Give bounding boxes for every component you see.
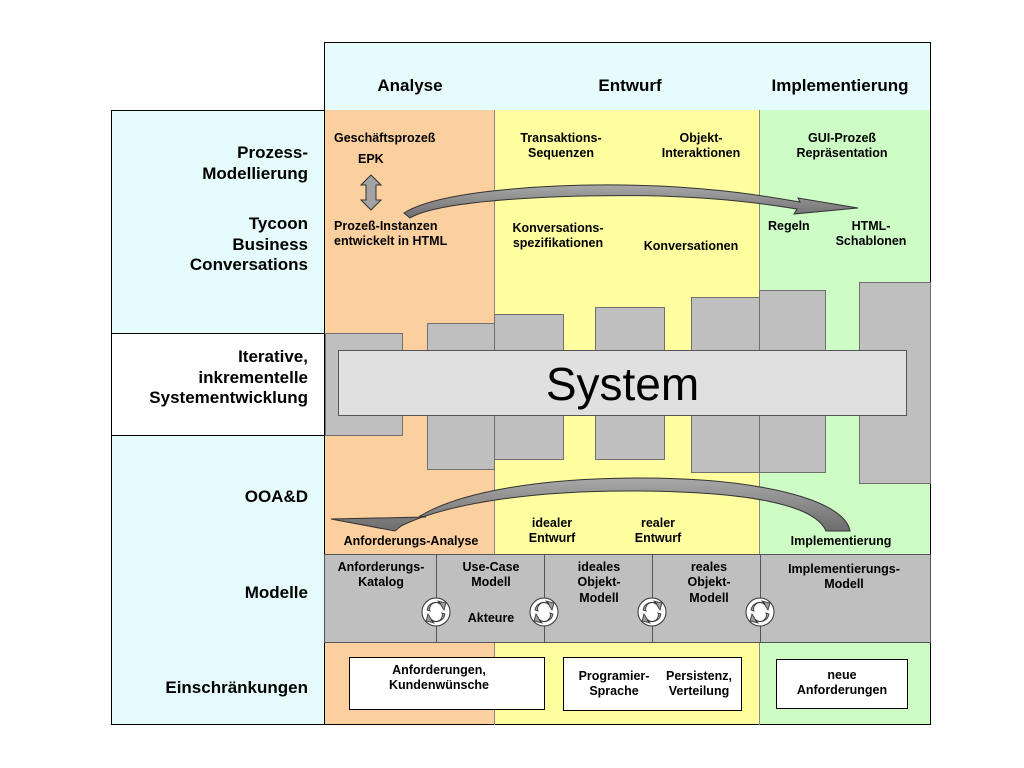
cycle-icon [637, 597, 667, 627]
cell-konversations-spez: Konversations- spezifikationen [512, 221, 604, 251]
phase-implementierung: Implementierung [771, 76, 909, 95]
cell-gui-prozess: GUI-Prozeß Repräsentation [796, 131, 888, 161]
lower-curved-arrow-icon [330, 477, 851, 532]
cell-geschaeftsprozess: Geschäftsprozeß [334, 131, 436, 145]
cell-regeln: Regeln [768, 219, 810, 233]
constraint-anforderungen: Anforderungen, Kundenwünsche [388, 663, 489, 693]
cell-konversationen: Konversationen [643, 239, 739, 253]
double-arrow-icon [359, 174, 383, 211]
row-label-ooad: OOA&D [244, 487, 308, 506]
upper-curved-arrow-icon [403, 184, 859, 219]
constraint-persistenz: Persistenz, Verteilung [665, 669, 732, 699]
constraint-neue: neue Anforderungen [796, 668, 888, 698]
cycle-icon [529, 597, 559, 627]
iterative-row-band [111, 333, 325, 436]
cell-epk: EPK [358, 152, 384, 166]
row-label-prozess: Prozess- Modellierung [202, 143, 308, 183]
cell-prozess-instanzen: Prozeß-Instanzen entwickelt in HTML [334, 219, 448, 249]
constraint-box-anforderungen [349, 657, 545, 710]
model-use-case: Use-Case Modell [462, 560, 520, 590]
model-katalog: Anforderungs- Katalog [337, 560, 425, 590]
cycle-icon [745, 597, 775, 627]
cycle-icon [421, 597, 451, 627]
row-label-iterative: Iterative, inkrementelle Systementwicklu… [149, 347, 308, 408]
row-label-modelle: Modelle [244, 583, 308, 602]
row-label-einschraenkungen: Einschränkungen [165, 678, 308, 697]
phase-analyse: Analyse [377, 76, 443, 95]
constraint-box-neue [776, 659, 908, 709]
cell-anforderungs-analyse: Anforderungs-Analyse [343, 534, 479, 548]
cell-transaktionen: Transaktions- Sequenzen [520, 131, 602, 161]
row-label-tycoon: Tycoon Business Conversations [189, 214, 308, 275]
model-akteure: Akteure [467, 611, 515, 625]
cell-objekt-interaktionen: Objekt- Interaktionen [661, 131, 741, 161]
system-label: System [545, 358, 700, 410]
phase-header-panel [324, 42, 931, 111]
cell-ooad-implementierung: Implementierung [790, 534, 892, 548]
model-reales-objekt: reales Objekt- Modell [687, 560, 731, 605]
constraint-programmier: Programier- Sprache [578, 669, 650, 699]
constraint-box-programmier [563, 657, 742, 711]
modelle-band [324, 554, 931, 643]
model-implementierungs: Implementierungs- Modell [788, 562, 900, 592]
phase-entwurf: Entwurf [598, 76, 662, 95]
cell-html-schablonen: HTML- Schablonen [835, 219, 907, 249]
model-ideales-objekt: ideales Objekt- Modell [577, 560, 621, 605]
cell-realer-entwurf: realer Entwurf [634, 516, 682, 546]
system-banner [338, 350, 907, 416]
cell-idealer-entwurf: idealer Entwurf [528, 516, 576, 546]
